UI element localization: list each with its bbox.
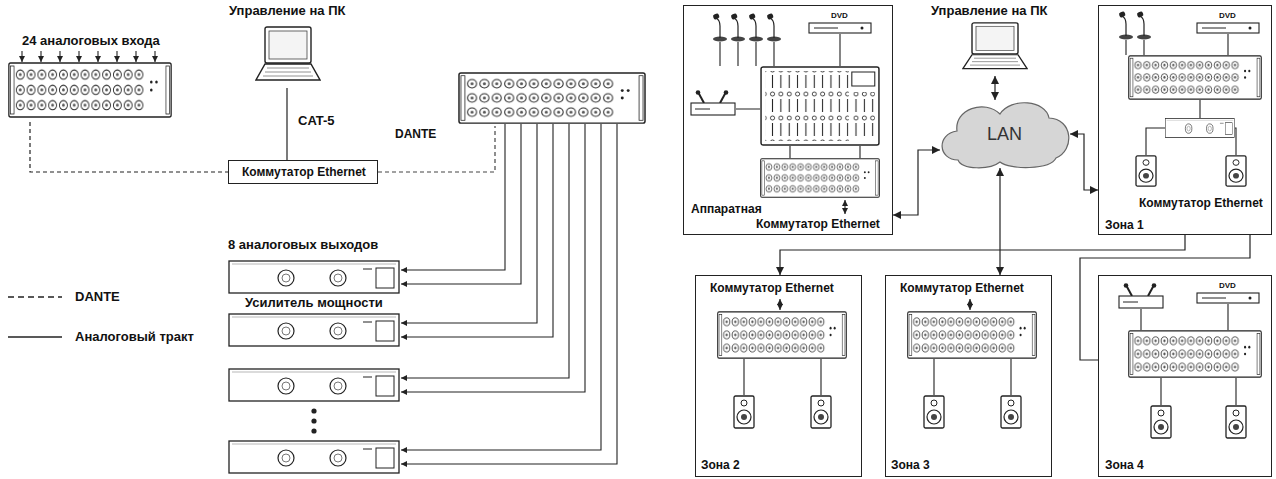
node-label: Зона 4 — [1105, 459, 1144, 473]
node-label: Коммутатор Ethernet — [710, 282, 834, 296]
power-amplifier — [229, 441, 399, 473]
network-link — [994, 76, 995, 100]
lan-cloud: LAN — [940, 100, 1070, 168]
network-link — [999, 168, 1000, 275]
input-rack: 24 аналоговых входа — [8, 34, 174, 122]
signal-label: DANTE — [395, 128, 436, 142]
input-arrow — [40, 51, 41, 62]
laptop-icon — [963, 23, 1027, 69]
analog-output-wire — [401, 124, 569, 378]
control-room-equipment — [691, 13, 879, 214]
zone-region: Коммутатор EthernetЗона 1 — [1098, 5, 1272, 235]
analog-output-wire — [401, 124, 505, 270]
node-label: Коммутатор Ethernet — [1139, 197, 1263, 211]
legend-sample — [8, 296, 62, 297]
rack-io-unit — [9, 63, 171, 117]
input-arrow — [21, 51, 22, 62]
node-label: Аппаратная — [691, 203, 762, 217]
dante-link — [30, 122, 228, 172]
device-label: Усилитель мощности — [245, 296, 383, 311]
ethernet-switch: Коммутатор Ethernet — [228, 160, 378, 184]
input-arrow — [116, 51, 117, 62]
device-label: DVD — [831, 11, 848, 20]
device-label: DVD — [1219, 11, 1236, 20]
network-link — [286, 88, 287, 160]
legend-sample — [8, 336, 62, 337]
control-pc: Управление на ПК — [225, 4, 350, 88]
analog-output-wire — [401, 124, 617, 464]
power-amplifier — [229, 369, 399, 401]
control-pc: Управление на ПК — [925, 4, 1055, 76]
legend-text: DANTE — [75, 290, 120, 305]
input-arrow — [78, 51, 79, 62]
analog-output-wire — [401, 124, 521, 284]
zone-3-equipment — [908, 299, 1037, 428]
zone-region: Зона 4 — [1098, 275, 1272, 477]
input-arrow — [97, 51, 98, 62]
node-label: LAN — [987, 124, 1022, 145]
node-sublabel: Зона 3 — [891, 459, 930, 473]
analog-output-wire — [401, 124, 601, 450]
network-link — [780, 235, 1185, 275]
node-sublabel: Зона 2 — [701, 459, 740, 473]
node-sublabel: Зона 1 — [1105, 219, 1144, 233]
input-arrow — [135, 51, 136, 62]
node-label: Коммутатор Ethernet — [900, 282, 1024, 296]
node-label: Управление на ПК — [229, 4, 345, 19]
zone-region: Коммутатор EthernetЗона 3 — [885, 275, 1052, 477]
node-label: 24 аналоговых входа — [22, 34, 160, 49]
lan-cloud — [942, 103, 1069, 168]
network-link — [893, 150, 940, 215]
ellipsis-dots — [311, 408, 316, 433]
analog-output-wire — [401, 124, 537, 323]
dante-link — [378, 126, 495, 172]
zone-region: Коммутатор EthernetЗона 2 — [695, 275, 862, 477]
power-amplifier — [229, 314, 399, 346]
power-amplifier — [229, 261, 399, 293]
laptop-icon — [256, 27, 320, 80]
section-label: 8 аналоговых выходов — [228, 238, 378, 253]
input-arrow — [154, 51, 155, 62]
zone-2-equipment — [718, 299, 847, 428]
network-link — [1070, 134, 1098, 190]
zone-1-equipment — [1118, 11, 1261, 186]
analog-output-wire — [401, 124, 585, 392]
analog-output-wire — [401, 124, 553, 337]
edge-label: CAT-5 — [296, 114, 337, 129]
legend-text: Аналоговый тракт — [75, 330, 194, 345]
rack-io-unit — [459, 73, 645, 123]
control-room-region: АппаратнаяКоммутатор Ethernet — [683, 5, 893, 235]
input-arrow — [59, 51, 60, 62]
node-sublabel: Коммутатор Ethernet — [756, 218, 880, 232]
zone-4-equipment — [1119, 283, 1261, 438]
device-label: DVD — [1219, 281, 1236, 290]
network-link — [1080, 235, 1250, 360]
node-label: Коммутатор Ethernet — [242, 166, 366, 180]
node-label: Управление на ПК — [931, 4, 1047, 19]
